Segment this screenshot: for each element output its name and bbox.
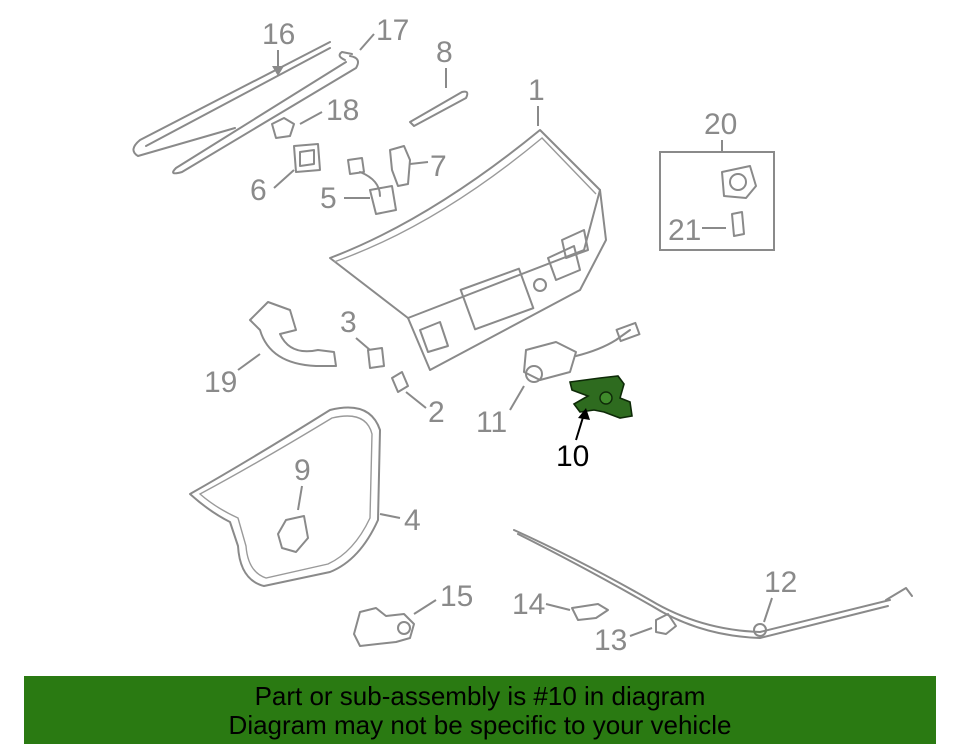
info-banner: Part or sub-assembly is #10 in diagram D… bbox=[24, 676, 936, 744]
arrow-18 bbox=[299, 111, 323, 125]
arrow-19 bbox=[237, 353, 261, 371]
label-10: 10 bbox=[556, 440, 589, 473]
arrow-12 bbox=[763, 597, 773, 623]
arrow-15 bbox=[413, 599, 437, 615]
part-19-hinge bbox=[249, 301, 337, 367]
arrow-2 bbox=[405, 391, 427, 409]
label-20: 20 bbox=[704, 108, 737, 141]
part-6-switch bbox=[293, 143, 321, 173]
arrowhead-16 bbox=[272, 66, 284, 76]
part-10-lock-cylinder bbox=[569, 375, 633, 419]
part-15-release bbox=[353, 607, 415, 647]
label-2: 2 bbox=[428, 396, 445, 429]
part-1-trunk-lid bbox=[329, 129, 607, 371]
part-21-bulb bbox=[731, 211, 745, 237]
arrow-9 bbox=[297, 485, 303, 511]
label-3: 3 bbox=[340, 306, 357, 339]
label-9: 9 bbox=[294, 454, 311, 487]
label-11: 11 bbox=[476, 406, 507, 439]
parts-diagram: 16 17 18 6 5 7 8 1 bbox=[132, 14, 913, 657]
arrowhead-10 bbox=[578, 408, 590, 420]
part-8-rod bbox=[409, 90, 469, 127]
part-11-latch bbox=[523, 321, 641, 383]
label-6: 6 bbox=[250, 174, 267, 207]
part-9-striker bbox=[277, 515, 309, 553]
label-12: 12 bbox=[764, 566, 797, 599]
arrow-11 bbox=[509, 385, 525, 411]
part-18-clip bbox=[271, 117, 295, 139]
label-18: 18 bbox=[326, 94, 359, 127]
part-5-actuator bbox=[347, 157, 397, 215]
label-14: 14 bbox=[512, 588, 545, 621]
label-5: 5 bbox=[320, 182, 337, 215]
arrow-14 bbox=[545, 603, 571, 611]
part-12-cable bbox=[513, 529, 913, 639]
label-17: 17 bbox=[376, 14, 409, 47]
arrow-4 bbox=[379, 513, 401, 519]
arrow-6 bbox=[273, 169, 295, 189]
arrow-7 bbox=[409, 161, 429, 165]
part-7-bracket bbox=[389, 145, 411, 187]
label-8: 8 bbox=[436, 36, 453, 69]
label-21: 21 bbox=[668, 214, 701, 247]
part-16-rod bbox=[132, 41, 331, 157]
label-15: 15 bbox=[440, 580, 473, 613]
part-14-clip bbox=[571, 603, 609, 621]
part-4-weatherstrip bbox=[189, 406, 381, 587]
arrow-3 bbox=[355, 337, 371, 351]
part-2-clip bbox=[391, 371, 409, 393]
label-1: 1 bbox=[528, 74, 545, 107]
part-3-bumper bbox=[367, 347, 385, 369]
part-17-rod bbox=[172, 51, 359, 175]
label-19: 19 bbox=[204, 366, 237, 399]
part-20-box bbox=[659, 151, 775, 251]
banner-line-1: Part or sub-assembly is #10 in diagram bbox=[254, 681, 706, 711]
label-7: 7 bbox=[430, 150, 447, 183]
label-16: 16 bbox=[262, 18, 295, 51]
label-4: 4 bbox=[404, 504, 421, 537]
banner-line-2: Diagram may not be specific to your vehi… bbox=[228, 710, 732, 740]
arrow-13 bbox=[629, 627, 653, 637]
arrow-17 bbox=[359, 33, 375, 51]
label-13: 13 bbox=[594, 624, 627, 657]
